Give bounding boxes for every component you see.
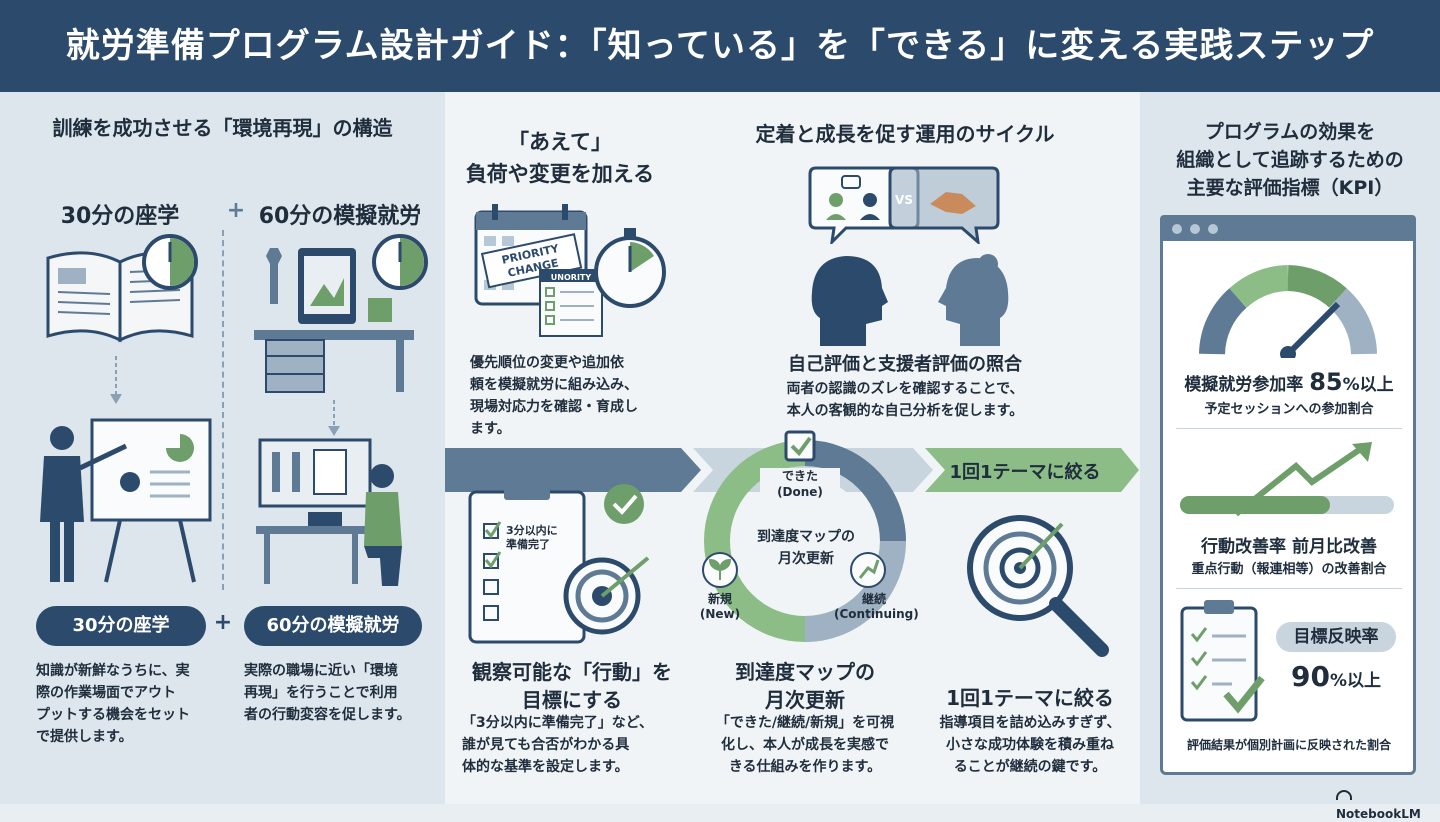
workdesk-icon bbox=[254, 248, 414, 393]
cycle-ring bbox=[704, 440, 906, 642]
cycle-new-label: 新規(New) bbox=[699, 592, 741, 621]
plus-sign: + bbox=[226, 198, 246, 223]
kpi1-sub: 予定セッションへの参加割合 bbox=[1204, 402, 1374, 417]
column-divider bbox=[222, 230, 224, 590]
clock-icon bbox=[372, 234, 428, 290]
sim-title: 60分の模擬就労 bbox=[258, 204, 422, 229]
eval-description: 両者の認識のズレを確認することで、本人の客観的な自己分析を促します。 bbox=[786, 381, 1024, 419]
checkbox-icon bbox=[784, 430, 816, 462]
eval-title: 自己評価と支援者評価の照合 bbox=[788, 354, 1022, 375]
kpi1-value: 85 bbox=[1309, 368, 1343, 396]
page-header: 就労準備プログラム設計ガイド：「知っている」を「できる」に変える実践ステップ bbox=[0, 0, 1440, 92]
kpi-window-bar bbox=[1160, 215, 1416, 241]
load-description: 優先順位の変更や追加依頼を模擬就労に組み込み、 現場対応力を確認・育成します。 bbox=[470, 355, 638, 437]
brand-name: NotebookLM bbox=[1336, 807, 1421, 821]
vs-label: VS bbox=[895, 193, 913, 207]
page-title: 就労準備プログラム設計ガイド：「知っている」を「できる」に変える実践ステップ bbox=[65, 26, 1375, 66]
worker-illustration bbox=[256, 438, 402, 586]
kpi-heading: プログラムの効果を組織として追跡するための主要な評価指標（KPI） bbox=[1176, 121, 1404, 199]
cycle-continuing-label: 継続(Continuing) bbox=[834, 592, 919, 621]
kpi-divider bbox=[1176, 428, 1402, 429]
kpi1-line: 模擬就労参加率 85%以上 bbox=[1184, 368, 1394, 396]
window-dot-icon bbox=[1172, 224, 1182, 234]
kpi-divider bbox=[1176, 588, 1402, 589]
arrow-down-icon bbox=[110, 356, 122, 404]
notebooklm-logo-icon bbox=[1336, 789, 1352, 800]
kpi3-value: 90 bbox=[1290, 660, 1330, 693]
calendar-stopwatch-icon: PRIORITY CHANGE UNORITY bbox=[474, 204, 666, 337]
plus-sign: + bbox=[213, 610, 233, 635]
theme-description: 指導項目を詰め込みすぎず、小さな成功体験を積み重ねることが継続の鍵です。 bbox=[939, 715, 1121, 775]
two-people-silhouette bbox=[811, 254, 1009, 346]
kpi1-unit: %以上 bbox=[1342, 375, 1394, 395]
urgent-label: UNORITY bbox=[551, 273, 592, 282]
lecture-title: 30分の座学 bbox=[60, 204, 180, 229]
trend-arrow-icon bbox=[1180, 442, 1394, 517]
continue-arrow-icon bbox=[850, 552, 886, 588]
cycle-center-label: 到達度マップの月次更新 bbox=[757, 529, 855, 567]
clock-icon bbox=[142, 234, 198, 290]
kpi3-label: 目標反映率 bbox=[1276, 622, 1396, 652]
map-heading: 到達度マップの月次更新 bbox=[735, 660, 875, 712]
load-heading: 「あえて」負荷や変更を加える bbox=[465, 130, 655, 186]
kpi2-sub: 重点行動（報連相等）の改善割合 bbox=[1191, 562, 1387, 577]
comparison-bubbles-icon: VS bbox=[808, 166, 1000, 244]
cycle-done-label: できた(Done) bbox=[760, 468, 840, 500]
clipboard-check-icon bbox=[1180, 600, 1265, 722]
kpi2-label: 行動改善率 前月比改善 bbox=[1201, 537, 1377, 557]
sprout-icon bbox=[702, 552, 738, 588]
checklist-item-2: 準備完了 bbox=[506, 537, 550, 551]
kpi3-sub: 評価結果が個別計画に反映された割合 bbox=[1186, 738, 1391, 752]
pill-lecture: 30分の座学 bbox=[36, 606, 206, 646]
gauge-icon bbox=[1199, 265, 1377, 358]
kpi3-line: 90%以上 bbox=[1270, 660, 1402, 693]
window-dot-icon bbox=[1190, 224, 1200, 234]
sim-description: 実際の職場に近い「環境再現」を行うことで利用者の行動変容を促します。 bbox=[244, 663, 411, 723]
obs-description: 「3分以内に準備完了」など、誰が見ても合否がわかる具体的な基準を設定します。 bbox=[462, 715, 654, 775]
checklist-item-1: 3分以内に bbox=[506, 523, 558, 537]
magnifier-target-icon bbox=[967, 515, 1109, 657]
window-dot-icon bbox=[1208, 224, 1218, 234]
clipboard-target-icon: 3分以内に 準備完了 bbox=[468, 484, 650, 644]
kpi3-unit: %以上 bbox=[1329, 671, 1381, 691]
left-heading: 訓練を成功させる「環境再現」の構造 bbox=[52, 116, 393, 140]
theme-heading: 1回1テーマに絞る bbox=[946, 686, 1114, 710]
brand-footer: NotebookLM bbox=[1336, 784, 1436, 821]
cycle-heading: 定着と成長を促す運用のサイクル bbox=[755, 122, 1055, 146]
theme-band-label: 1回1テーマに絞る bbox=[949, 462, 1101, 483]
obs-heading: 観察可能な「行動」を目標にする bbox=[472, 660, 672, 712]
presenter-illustration bbox=[40, 418, 212, 583]
arrow-down-icon bbox=[328, 400, 340, 436]
map-description: 「できた/継続/新規」を可視化し、本人が成長を実感できる仕組みを作ります。 bbox=[715, 715, 895, 775]
pill-sim: 60分の模擬就労 bbox=[244, 606, 422, 646]
lecture-description: 知識が新鮮なうちに、実際の作業場面でアウト プットする機会をセットで提供します。 bbox=[36, 663, 190, 745]
